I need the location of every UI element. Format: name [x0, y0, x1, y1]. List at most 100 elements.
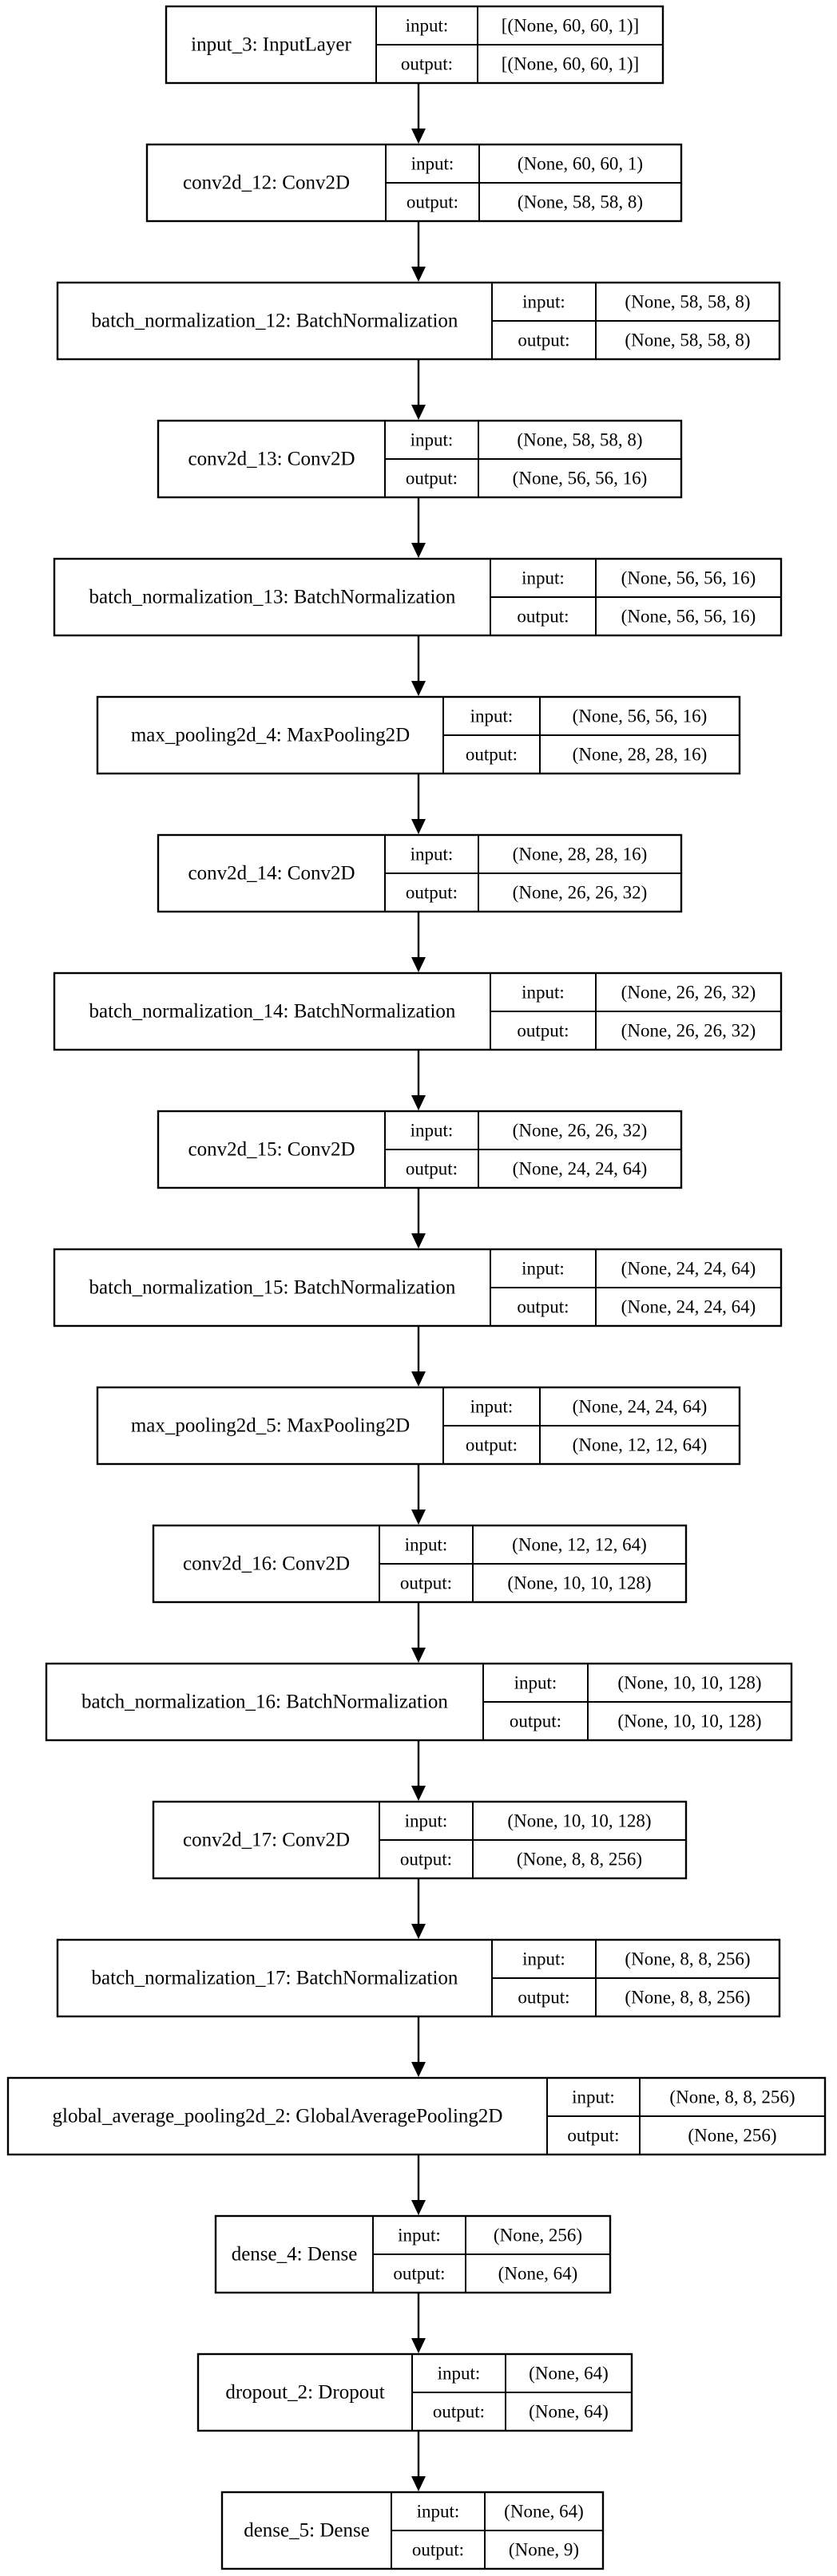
edge-arrow	[411, 1602, 426, 1663]
input-shape: (None, 26, 26, 32)	[621, 983, 756, 1003]
layer-name: max_pooling2d_5: MaxPooling2D	[131, 1415, 410, 1437]
output-label: output:	[433, 2402, 485, 2422]
edge-arrow	[411, 1188, 426, 1248]
output-label: output:	[393, 2264, 445, 2284]
layer-name: dropout_2: Dropout	[225, 2382, 384, 2404]
output-shape: (None, 8, 8, 256)	[517, 1850, 642, 1870]
output-shape: (None, 58, 58, 8)	[625, 330, 750, 350]
input-label: input:	[522, 1949, 565, 1969]
layer-name: dense_5: Dense	[244, 2520, 370, 2542]
output-label: output:	[466, 745, 518, 765]
output-label: output:	[510, 1711, 561, 1731]
input-label: input:	[405, 1535, 448, 1555]
input-label: input:	[522, 983, 565, 1003]
layer-name: batch_normalization_13: BatchNormalizati…	[89, 587, 456, 608]
arrowhead	[411, 129, 426, 144]
input-shape: (None, 256)	[494, 2226, 582, 2246]
arrowhead	[411, 681, 426, 696]
arrowhead	[411, 1510, 426, 1525]
output-shape: (None, 26, 26, 32)	[513, 883, 648, 903]
layer-node: batch_normalization_17: BatchNormalizati…	[56, 1938, 781, 2018]
output-shape: (None, 64)	[498, 2264, 578, 2284]
output-shape: (None, 26, 26, 32)	[621, 1021, 756, 1041]
input-label: input:	[522, 292, 565, 312]
input-label: input:	[522, 1259, 565, 1279]
output-shape: (None, 24, 24, 64)	[513, 1159, 648, 1179]
layer-node: max_pooling2d_4: MaxPooling2Dinput:outpu…	[96, 695, 741, 775]
layer-name: conv2d_14: Conv2D	[188, 863, 355, 884]
input-shape: (None, 24, 24, 64)	[621, 1259, 756, 1279]
layer-name: batch_normalization_16: BatchNormalizati…	[81, 1692, 448, 1713]
input-shape: (None, 10, 10, 128)	[617, 1673, 761, 1693]
layer-name: batch_normalization_17: BatchNormalizati…	[92, 1968, 458, 1989]
output-shape: (None, 56, 56, 16)	[513, 469, 648, 489]
edge-arrow	[411, 2293, 426, 2353]
input-shape: (None, 10, 10, 128)	[507, 1811, 651, 1831]
input-label: input:	[470, 1397, 514, 1417]
edge-arrow	[411, 1464, 426, 1525]
output-label: output:	[406, 883, 458, 903]
layer-name: conv2d_15: Conv2D	[188, 1139, 355, 1161]
output-shape: (None, 256)	[688, 2126, 776, 2146]
input-label: input:	[406, 16, 449, 36]
edges	[411, 83, 426, 2491]
input-label: input:	[398, 2226, 441, 2246]
layer-name: max_pooling2d_4: MaxPooling2D	[131, 725, 410, 746]
layer-name: batch_normalization_14: BatchNormalizati…	[89, 1001, 456, 1023]
layer-name: conv2d_16: Conv2D	[183, 1553, 350, 1575]
arrowhead	[411, 1095, 426, 1110]
output-label: output:	[406, 469, 458, 489]
edge-arrow	[411, 1878, 426, 1939]
edge-arrow	[411, 1050, 426, 1110]
edge-arrow	[411, 2155, 426, 2215]
output-label: output:	[518, 330, 569, 350]
layer-node: batch_normalization_14: BatchNormalizati…	[53, 971, 783, 1051]
edge-arrow	[411, 635, 426, 696]
output-label: output:	[466, 1435, 518, 1455]
layer-name: conv2d_17: Conv2D	[183, 1830, 350, 1851]
output-label: output:	[518, 1988, 569, 2008]
edge-arrow	[411, 2431, 426, 2491]
layer-node: batch_normalization_13: BatchNormalizati…	[53, 557, 783, 637]
input-shape: (None, 8, 8, 256)	[625, 1949, 750, 1969]
output-label: output:	[567, 2126, 619, 2146]
input-shape: (None, 64)	[504, 2502, 584, 2522]
layer-node: global_average_pooling2d_2: GlobalAverag…	[6, 2076, 827, 2156]
output-label: output:	[517, 1297, 569, 1317]
input-label: input:	[411, 1121, 454, 1141]
layer-name: conv2d_13: Conv2D	[188, 449, 355, 470]
edge-arrow	[411, 912, 426, 972]
input-label: input:	[417, 2502, 460, 2522]
layer-node: dropout_2: Dropout input: output: (None, 64…	[196, 2352, 633, 2432]
output-shape: (None, 9)	[509, 2540, 579, 2560]
arrowhead	[411, 405, 426, 420]
output-shape: (None, 64)	[529, 2402, 609, 2422]
output-label: output:	[400, 1850, 452, 1870]
arrowhead	[411, 2200, 426, 2215]
input-label: input:	[572, 2087, 615, 2107]
output-label: output:	[401, 54, 453, 74]
output-shape: (None, 8, 8, 256)	[625, 1988, 750, 2008]
output-shape: [(None, 60, 60, 1)]	[502, 54, 639, 74]
output-shape: (None, 56, 56, 16)	[621, 607, 756, 627]
layer-node: batch_normalization_12: BatchNormalizati…	[56, 281, 781, 361]
arrowhead	[411, 2476, 426, 2491]
layer-name: dense_4: Dense	[232, 2244, 358, 2265]
edge-arrow	[411, 1326, 426, 1387]
arrowhead	[411, 267, 426, 282]
output-shape: (None, 10, 10, 128)	[507, 1573, 651, 1593]
input-shape: (None, 26, 26, 32)	[513, 1121, 648, 1141]
layer-name: batch_normalization_15: BatchNormalizati…	[89, 1277, 456, 1299]
input-label: input:	[438, 2364, 481, 2384]
arrowhead	[411, 543, 426, 558]
layer-node: batch_normalization_15: BatchNormalizati…	[53, 1248, 783, 1328]
output-shape: (None, 12, 12, 64)	[573, 1435, 708, 1455]
layer-node: dense_4: Dense input: output: (None, 256) (N…	[214, 2214, 612, 2294]
output-shape: (None, 28, 28, 16)	[573, 745, 708, 765]
output-shape: (None, 10, 10, 128)	[617, 1711, 761, 1731]
